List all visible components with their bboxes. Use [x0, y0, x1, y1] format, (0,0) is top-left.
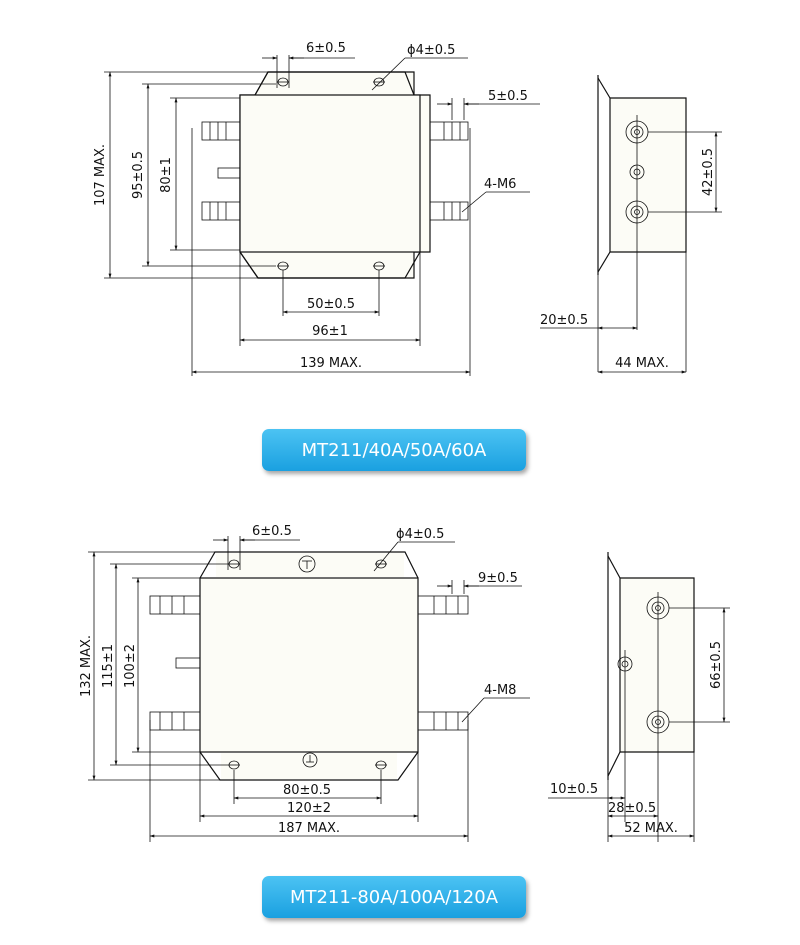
dim-hole: ϕ4±0.5	[407, 43, 455, 58]
dim-width-max: 139 MAX.	[300, 356, 362, 371]
filter-body	[239, 94, 421, 253]
terminal-right-top	[429, 121, 469, 141]
diagram2-side-view: 66±0.5 10±0.5 28±0.5 52 MAX.	[548, 552, 730, 842]
terminal-left-bottom	[149, 711, 201, 731]
diagram2-front-view: 6±0.5 ϕ4±0.5 9±0.5 4-M8 132 MAX. 115±1 1…	[79, 524, 530, 842]
dim-side-42: 42±0.5	[701, 148, 716, 196]
filter-body	[199, 577, 419, 753]
model-caption-2: MT211-80A/100A/120A	[262, 876, 526, 918]
dim-width-80: 80±0.5	[283, 783, 331, 798]
dim-terminal: 9±0.5	[478, 571, 518, 586]
dim-width-50: 50±0.5	[307, 297, 355, 312]
ground-terminal	[217, 167, 241, 179]
terminal-right-bottom	[417, 711, 469, 731]
dim-side-10: 10±0.5	[550, 782, 598, 797]
terminal-left-top	[149, 595, 201, 615]
dim-thread: 4-M8	[484, 683, 516, 698]
dim-width-max: 187 MAX.	[278, 821, 340, 836]
dim-terminal: 5±0.5	[488, 89, 528, 104]
dim-side-28: 28±0.5	[608, 801, 656, 816]
dim-height-max: 132 MAX.	[79, 635, 94, 697]
dim-slot: 6±0.5	[306, 41, 346, 56]
model-caption-1: MT211/40A/50A/60A	[262, 429, 526, 471]
dim-height-100: 100±2	[123, 644, 138, 688]
terminal-left-top	[201, 121, 241, 141]
dim-height-80: 80±1	[159, 157, 174, 193]
ground-symbol-icon	[298, 555, 318, 768]
dim-hole: ϕ4±0.5	[396, 527, 444, 542]
dim-thread: 4-M6	[484, 177, 516, 192]
dim-side-max: 52 MAX.	[624, 821, 678, 836]
dim-width-120: 120±2	[287, 801, 331, 816]
dim-height-95: 95±0.5	[131, 151, 146, 199]
dim-slot: 6±0.5	[252, 524, 292, 539]
mounting-hole	[228, 559, 387, 770]
dim-height-max: 107 MAX.	[93, 144, 108, 206]
dim-side-20: 20±0.5	[540, 313, 588, 328]
dim-width-96: 96±1	[312, 324, 348, 339]
terminal-left-bottom	[201, 201, 241, 221]
diagram1-side-view: 42±0.5 20±0.5 44 MAX.	[540, 75, 722, 374]
diagram1-front-view: 6±0.5 ϕ4±0.5 5±0.5 4-M6 107 MAX. 95±0.5 …	[93, 41, 540, 376]
terminal-right-bottom	[429, 201, 469, 221]
dim-side-66: 66±0.5	[709, 641, 724, 689]
dim-height-115: 115±1	[101, 644, 116, 688]
ground-terminal	[175, 657, 201, 669]
terminal-right-top	[417, 595, 469, 615]
dim-side-max: 44 MAX.	[615, 356, 669, 371]
